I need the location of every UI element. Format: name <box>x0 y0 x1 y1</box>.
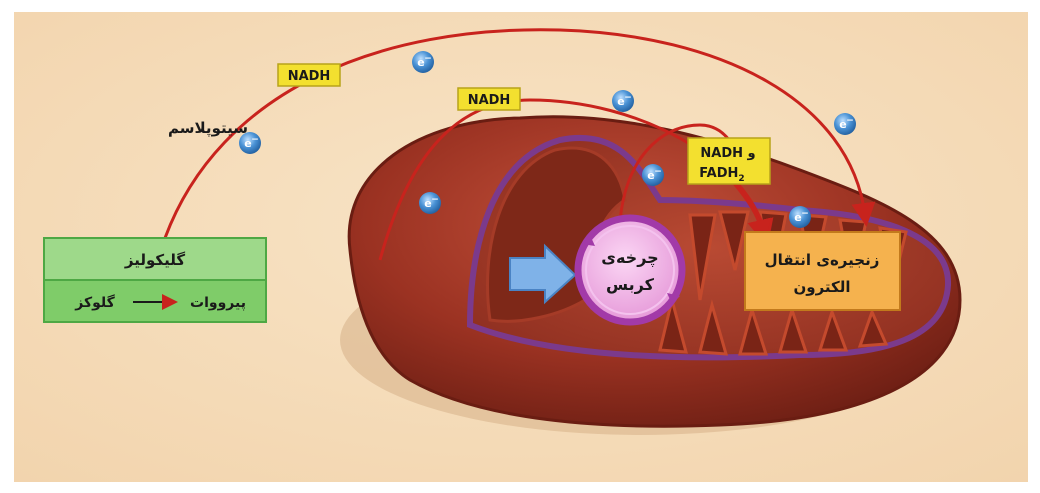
glycolysis-box: گلیکولیز پیرووات گلوکز <box>44 238 266 322</box>
electron-icon: e − <box>419 192 441 214</box>
nadh-label-2: NADH <box>458 88 520 110</box>
electron-icon: e − <box>642 164 664 186</box>
svg-text:−: − <box>624 93 632 103</box>
krebs-cycle: چرخه‌ی کربس <box>578 218 682 322</box>
nadh-1-text: NADH <box>288 69 331 84</box>
nadh-fadh2-label: NADH و FADH2 <box>688 138 770 184</box>
krebs-label-line1: چرخه‌ی <box>601 248 658 268</box>
svg-text:−: − <box>846 116 854 126</box>
svg-text:−: − <box>654 167 662 177</box>
electron-icon: e − <box>834 113 856 135</box>
etc-label-line2: الکترون <box>793 278 850 296</box>
electron-icon: e − <box>239 132 261 154</box>
svg-text:−: − <box>251 135 259 145</box>
krebs-label-line2: کربس <box>606 275 655 294</box>
nadh-3-text: NADH و <box>700 146 755 161</box>
svg-text:−: − <box>431 195 439 205</box>
electron-icon: e − <box>412 51 434 73</box>
svg-text:−: − <box>801 209 809 219</box>
electron-icon: e − <box>789 206 811 228</box>
glucose-label: گلوکز <box>74 294 115 311</box>
electron-icon: e − <box>612 90 634 112</box>
etc-label-line1: زنجیره‌ی انتقال <box>765 251 880 269</box>
electron-transport-chain-box: زنجیره‌ی انتقال الکترون <box>745 232 900 310</box>
nadh-label-1: NADH <box>278 64 340 86</box>
nadh-2-text: NADH <box>468 93 511 108</box>
pyruvate-label: پیرووات <box>190 295 246 311</box>
svg-text:−: − <box>424 54 432 64</box>
cytoplasm-label: سیتوپلاسم <box>168 119 248 138</box>
glycolysis-label: گلیکولیز <box>124 251 185 269</box>
